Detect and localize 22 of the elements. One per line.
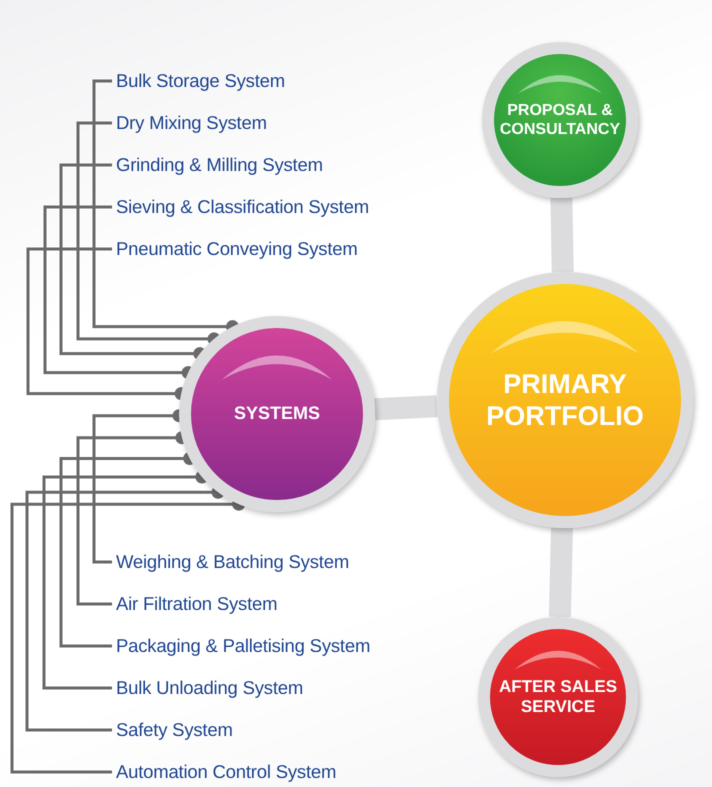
circle-label: PROPOSAL & CONSULTANCY: [498, 100, 622, 140]
circle-label: SYSTEMS: [232, 403, 322, 425]
connector-line: [42, 470, 208, 690]
system-label: Air Filtration System: [116, 592, 278, 616]
connector-line: [76, 122, 220, 346]
connector-line: [26, 486, 225, 732]
connector-bar: [548, 528, 573, 618]
system-label: Safety System: [116, 718, 233, 742]
connector-bar: [374, 395, 438, 420]
system-label: Automation Control System: [116, 760, 336, 784]
connector-line: [60, 164, 206, 360]
connector-bar: [550, 198, 574, 272]
system-label: Weighing & Batching System: [116, 550, 350, 574]
circle-label: AFTER SALES SERVICE: [498, 676, 618, 718]
system-label: Sieving & Classification System: [116, 195, 369, 219]
system-label: Grinding & Milling System: [116, 153, 323, 177]
system-label: Bulk Unloading System: [116, 676, 304, 700]
system-label: Packaging & Palletising System: [116, 634, 370, 658]
system-label: Pneumatic Conveying System: [116, 237, 358, 261]
circle-label: PRIMARY PORTFOLIO: [485, 368, 645, 432]
system-label: Bulk Storage System: [116, 69, 285, 93]
system-label: Dry Mixing System: [116, 111, 267, 135]
